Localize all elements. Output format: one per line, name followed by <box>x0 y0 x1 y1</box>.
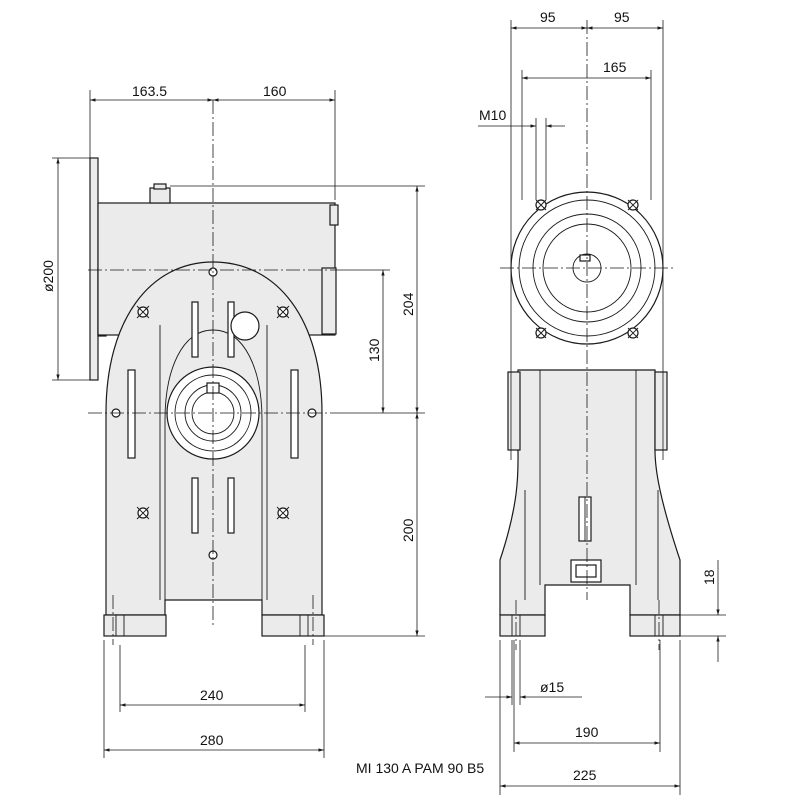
model-designation: MI 130 A PAM 90 B5 <box>356 760 484 776</box>
breather-plug <box>149 187 171 204</box>
side-view <box>499 20 681 650</box>
motor-flange <box>89 157 99 381</box>
dim-total-height: 204 <box>400 292 416 316</box>
dim-overall-width: 225 <box>573 767 597 783</box>
front-view <box>88 100 340 645</box>
dim-axis-height: 200 <box>400 518 416 542</box>
dim-flange-pcd: 165 <box>603 59 627 75</box>
dim-half-left: 95 <box>540 9 556 25</box>
dim-half-right: 95 <box>614 9 630 25</box>
foot-left <box>103 614 167 637</box>
side-foot-left <box>499 614 546 637</box>
dim-base-width: 280 <box>200 732 224 748</box>
side-view-dimensions: 95 95 165 M10 18 ø15 190 225 <box>478 9 726 795</box>
foot-right <box>261 614 325 637</box>
dim-axis-spacing: 130 <box>366 338 382 362</box>
dim-foot-spacing: 190 <box>575 724 599 740</box>
side-lower-body <box>499 369 681 616</box>
dim-foot-height: 18 <box>701 569 717 585</box>
dim-thread: M10 <box>479 107 506 123</box>
side-bolt-holes <box>535 199 639 339</box>
front-view-dimensions: 163.5 160 ø200 204 130 200 240 280 <box>40 83 425 758</box>
dim-hole-diameter: ø15 <box>540 679 564 695</box>
dim-left-offset: 163.5 <box>132 83 167 99</box>
dim-right-offset: 160 <box>263 83 287 99</box>
dim-foot-holes: 240 <box>200 687 224 703</box>
dim-flange-diameter: ø200 <box>40 260 56 292</box>
